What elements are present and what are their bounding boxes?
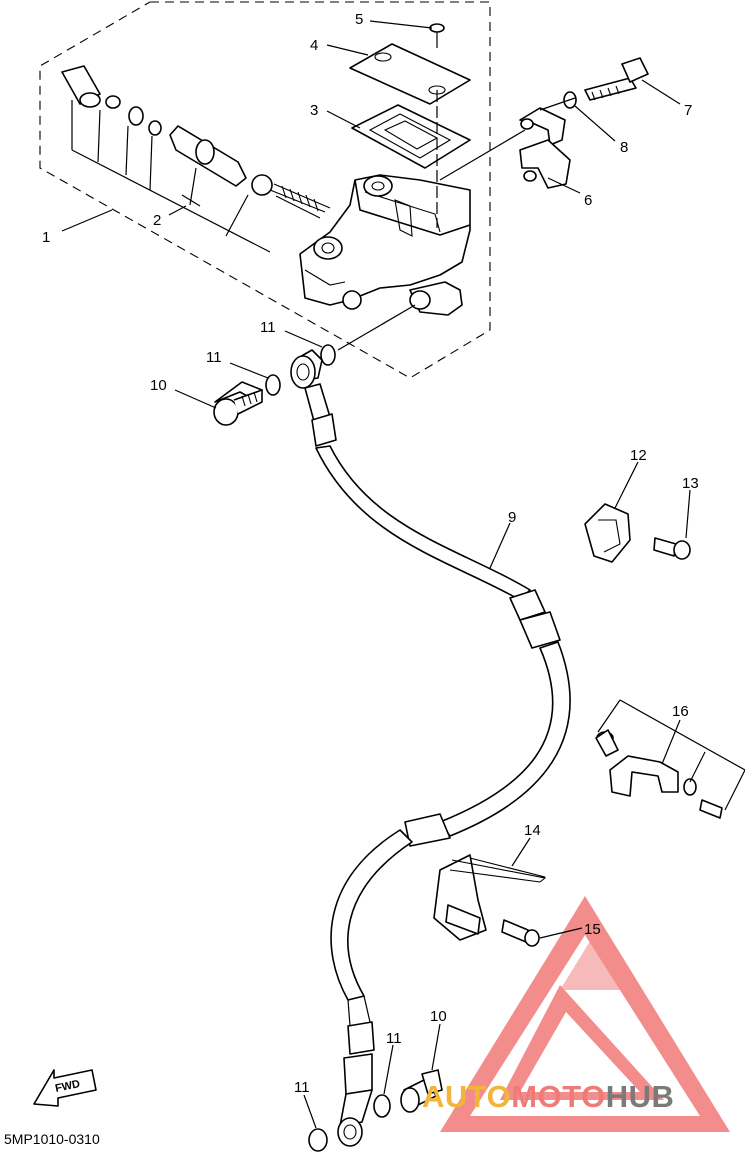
watermark-hub: HUB [606,1079,675,1114]
watermark-logo [440,896,730,1132]
callout-14: 14 [524,822,541,839]
piston-kit [61,65,331,219]
washer-11d [308,1128,328,1152]
kit-leader-lines [71,100,271,253]
reservoir-cover [349,43,471,105]
callout-7: 7 [684,102,692,119]
diaphragm [351,104,471,169]
handlebar-holder [519,107,571,189]
callout-1: 1 [42,229,50,246]
fwd-arrow-icon: FWD [33,1069,97,1107]
master-cylinder-body [299,174,471,316]
hose-clamp-12 [584,503,631,563]
callout-leaders [61,20,691,1129]
watermark-auto: AUTO [422,1079,511,1114]
callout-11-a: 11 [206,349,222,366]
banjo-bolt-bottom [400,1069,443,1113]
callout-11-d: 11 [294,1079,310,1096]
watermark-text: AUTOMOTOHUB [422,1079,674,1114]
fwd-label: FWD [54,1078,81,1095]
holder-bolt [584,57,649,101]
clamp-screw-13 [653,537,691,560]
svg-text:AUTOMOTOHUB: AUTOMOTOHUB [422,1079,674,1114]
banjo-bolt-top [213,381,263,426]
hose-clamp-16 [595,699,745,819]
washer-11a [265,374,281,396]
callout-9: 9 [508,509,516,526]
callout-2: 2 [153,212,161,229]
holder-leader-lines [439,97,576,181]
callout-8: 8 [620,139,628,156]
washer-11c [373,1094,391,1118]
callout-6: 6 [584,192,592,209]
watermark-moto: MOTO [511,1079,605,1114]
callout-4: 4 [310,37,318,54]
callout-15: 15 [584,921,601,938]
callout-labels: 1 2 3 4 5 6 7 8 9 10 11 11 10 11 11 12 1… [42,11,699,1096]
callout-16: 16 [672,703,689,720]
stay-bolt-15 [501,919,540,947]
callout-11-c: 11 [386,1030,402,1047]
bolt-leader [337,304,416,351]
callout-5: 5 [355,11,363,28]
hose-stay-14 [433,854,547,941]
washer-11b [320,344,336,366]
callout-10-bottom: 10 [430,1008,447,1025]
callout-12: 12 [630,447,647,464]
callout-3: 3 [310,102,318,119]
drawing-code: 5MP1010-0310 [4,1131,100,1147]
callout-13: 13 [682,475,699,492]
brake-hose [290,349,571,1147]
callout-11-b: 11 [260,319,276,336]
callout-10-top: 10 [150,377,167,394]
